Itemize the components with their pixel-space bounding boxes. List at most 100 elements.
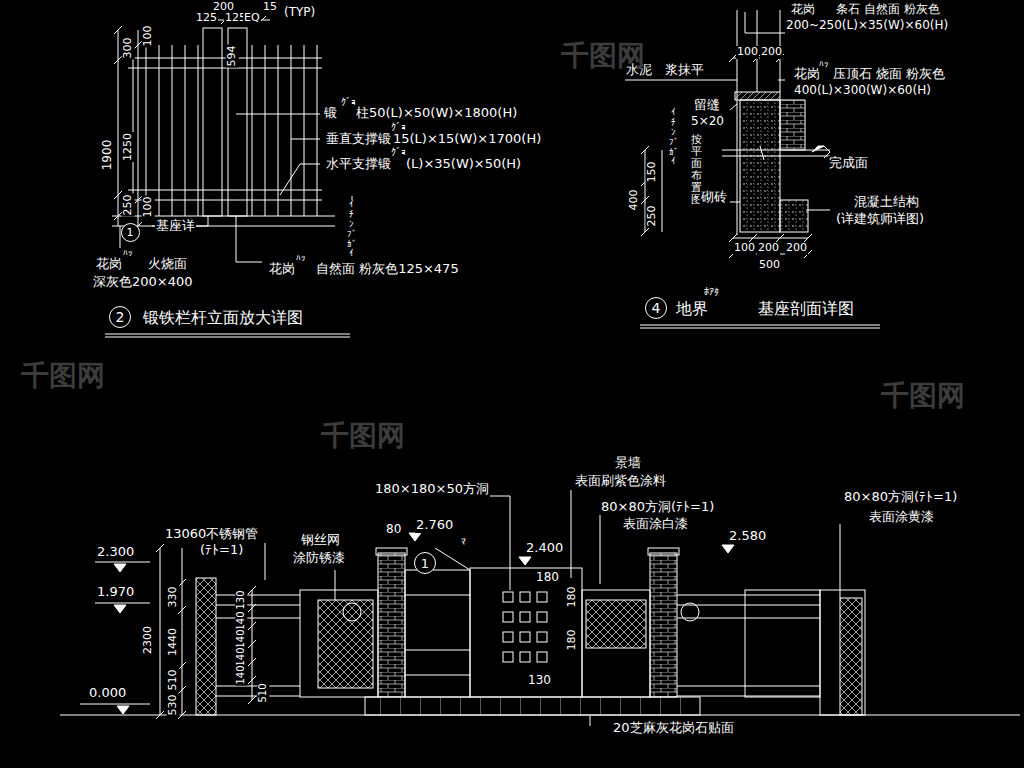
watermark: 千图网 — [880, 380, 966, 412]
callout-circle: 4 — [645, 297, 667, 319]
annotation-text: 0.000 — [88, 686, 127, 701]
annotation-text: ｸﾞｮ — [390, 146, 407, 158]
annotation-text: 深灰色200×400 — [92, 275, 194, 290]
dimension-text: 2300 — [142, 625, 155, 655]
annotation-text: 13060不锈钢管 — [164, 527, 259, 542]
annotation-text: 景墙 — [614, 456, 642, 471]
watermark: 千图网 — [320, 420, 406, 452]
annotation-text: 水平支撑锻 — [325, 157, 392, 172]
callout-number: 1 — [421, 557, 429, 570]
annotation-text: 100 — [736, 46, 759, 59]
annotation-text: 花岗 — [95, 257, 123, 272]
annotation-text: 表面涂黄漆 — [868, 510, 935, 525]
annotation-text: ﾏ — [460, 536, 467, 548]
annotation-text: 200 — [785, 242, 808, 255]
annotation-text: 锻铁栏杆立面放大详图 — [142, 309, 304, 327]
annotation-text: 200 — [760, 46, 783, 59]
annotation-text: 基座详 — [155, 219, 196, 234]
annotation-text: 125 — [195, 12, 218, 25]
callout-number: 1 — [127, 227, 134, 238]
dimension-text: 300 — [122, 37, 135, 60]
annotation-text: 100 — [733, 242, 756, 255]
annotation-text: ﾊｯ — [122, 248, 134, 258]
annotation-text: 花岗 — [793, 67, 821, 82]
annotation-text: 20芝麻灰花岗石贴面 — [612, 721, 735, 736]
vertical-note: ｲﾁﾝﾌﾞｶﾞｲ — [668, 108, 679, 167]
annotation-text: 混凝土结构 — [853, 195, 920, 210]
annotation-text: 火烧面 — [147, 257, 188, 272]
annotation-text: 砌砖 — [700, 190, 728, 205]
annotation-text: 留缝 — [693, 98, 721, 113]
annotation-text: 条石 自然面 粉灰色 — [835, 3, 941, 17]
dimension-text: 1900 — [101, 139, 115, 172]
annotation-text: 2.760 — [415, 518, 454, 533]
dimension-text: 1250 — [122, 132, 135, 162]
dimension-text: 400 — [628, 189, 641, 212]
watermark: 千图网 — [560, 40, 646, 72]
annotation-text: 2.300 — [96, 545, 135, 560]
callout-number: 2 — [116, 310, 125, 324]
callout-circle: 2 — [109, 306, 131, 328]
annotation-text: 自然面 粉灰色125×475 — [315, 262, 460, 277]
annotation-text: 2.400 — [525, 541, 564, 556]
dimension-text: 100 — [142, 196, 155, 219]
annotation-text: 垂直支撑锻 — [325, 132, 392, 147]
dimension-text: 530 — [167, 694, 180, 717]
annotation-text: 钢丝网 — [300, 533, 341, 548]
dimension-text: 250 — [646, 205, 659, 228]
dimension-text: 250 — [122, 194, 135, 217]
dimension-text: 100 — [142, 25, 155, 48]
annotation-text: 花岗 — [268, 262, 296, 277]
annotation-text: 15(L)×15(W)×1700(H) — [392, 132, 542, 147]
watermark: 千图网 — [20, 360, 106, 392]
dimension-text: 1440 — [167, 627, 180, 657]
annotation-text: 80×80方洞(ﾃﾄ=1) — [600, 500, 715, 515]
dimension-text: 180 — [566, 586, 579, 609]
annotation-text: 180×180×50方洞 — [374, 482, 490, 497]
annotation-text: ｸﾞｮ — [390, 121, 407, 133]
dimension-text: 510 — [167, 669, 180, 692]
annotation-text: (ﾃﾄ=1) — [199, 543, 244, 558]
vertical-note: ｲﾁﾝﾌﾞｶﾞｲ — [346, 200, 357, 259]
annotation-text: ﾊｯ — [295, 253, 307, 263]
dimension-text: 510 — [257, 682, 269, 703]
annotation-text: 80 — [385, 523, 402, 537]
annotation-text: 浆抹平 — [664, 63, 705, 78]
annotation-text: 锻 — [323, 106, 338, 121]
annotation-text: 完成面 — [828, 156, 869, 171]
annotation-text: (L)×35(W)×50(H) — [405, 157, 522, 172]
annotation-text: 180 — [535, 571, 560, 585]
annotation-text: 地界 — [675, 300, 709, 318]
annotation-text: 花岗 — [790, 3, 816, 17]
dimension-text: 330 — [167, 586, 180, 609]
callout-number: 4 — [652, 301, 661, 315]
annotation-text: 500 — [758, 259, 781, 272]
annotation-text: (详建筑师详图) — [835, 212, 925, 227]
annotation-text: 2.580 — [728, 529, 767, 544]
dimension-text: 150 — [646, 161, 659, 184]
annotation-text: 5×20 — [690, 115, 725, 129]
annotation-text: 柱50(L)×50(W)×1800(H) — [355, 106, 518, 121]
annotation-text: EQ — [243, 12, 261, 25]
annotation-text: 200 — [757, 242, 780, 255]
annotation-text: 80×80方洞(ﾃﾄ=1) — [843, 490, 958, 505]
annotation-text: 15 — [262, 1, 278, 14]
annotation-text: 200~250(L)×35(W)×60(H) — [785, 19, 949, 33]
annotation-text: (TYP) — [283, 6, 316, 20]
annotation-text: 130 — [527, 674, 552, 688]
annotation-text: 表面刷紫色涂料 — [574, 474, 667, 489]
dimension-text: 130 — [235, 589, 247, 610]
dimension-text: 594 — [226, 45, 239, 68]
annotation-text: ﾊｯ — [818, 59, 830, 69]
dimension-text: 180 — [566, 629, 579, 652]
annotation-text: ﾎｱﾀ — [703, 286, 720, 298]
callout-circle: 1 — [121, 223, 140, 242]
annotation-text: 1.970 — [96, 585, 135, 600]
callout-circle: 1 — [414, 552, 436, 574]
annotation-text: 涂防锈漆 — [292, 551, 346, 566]
annotation-text: 基座剖面详图 — [757, 300, 855, 318]
dimension-text: 140 — [235, 664, 247, 685]
annotation-text: 400(L)×300(W)×60(H) — [793, 84, 932, 98]
annotation-text: 压顶石 烧面 粉灰色 — [832, 67, 946, 82]
annotation-text: 表面涂白漆 — [622, 517, 689, 532]
